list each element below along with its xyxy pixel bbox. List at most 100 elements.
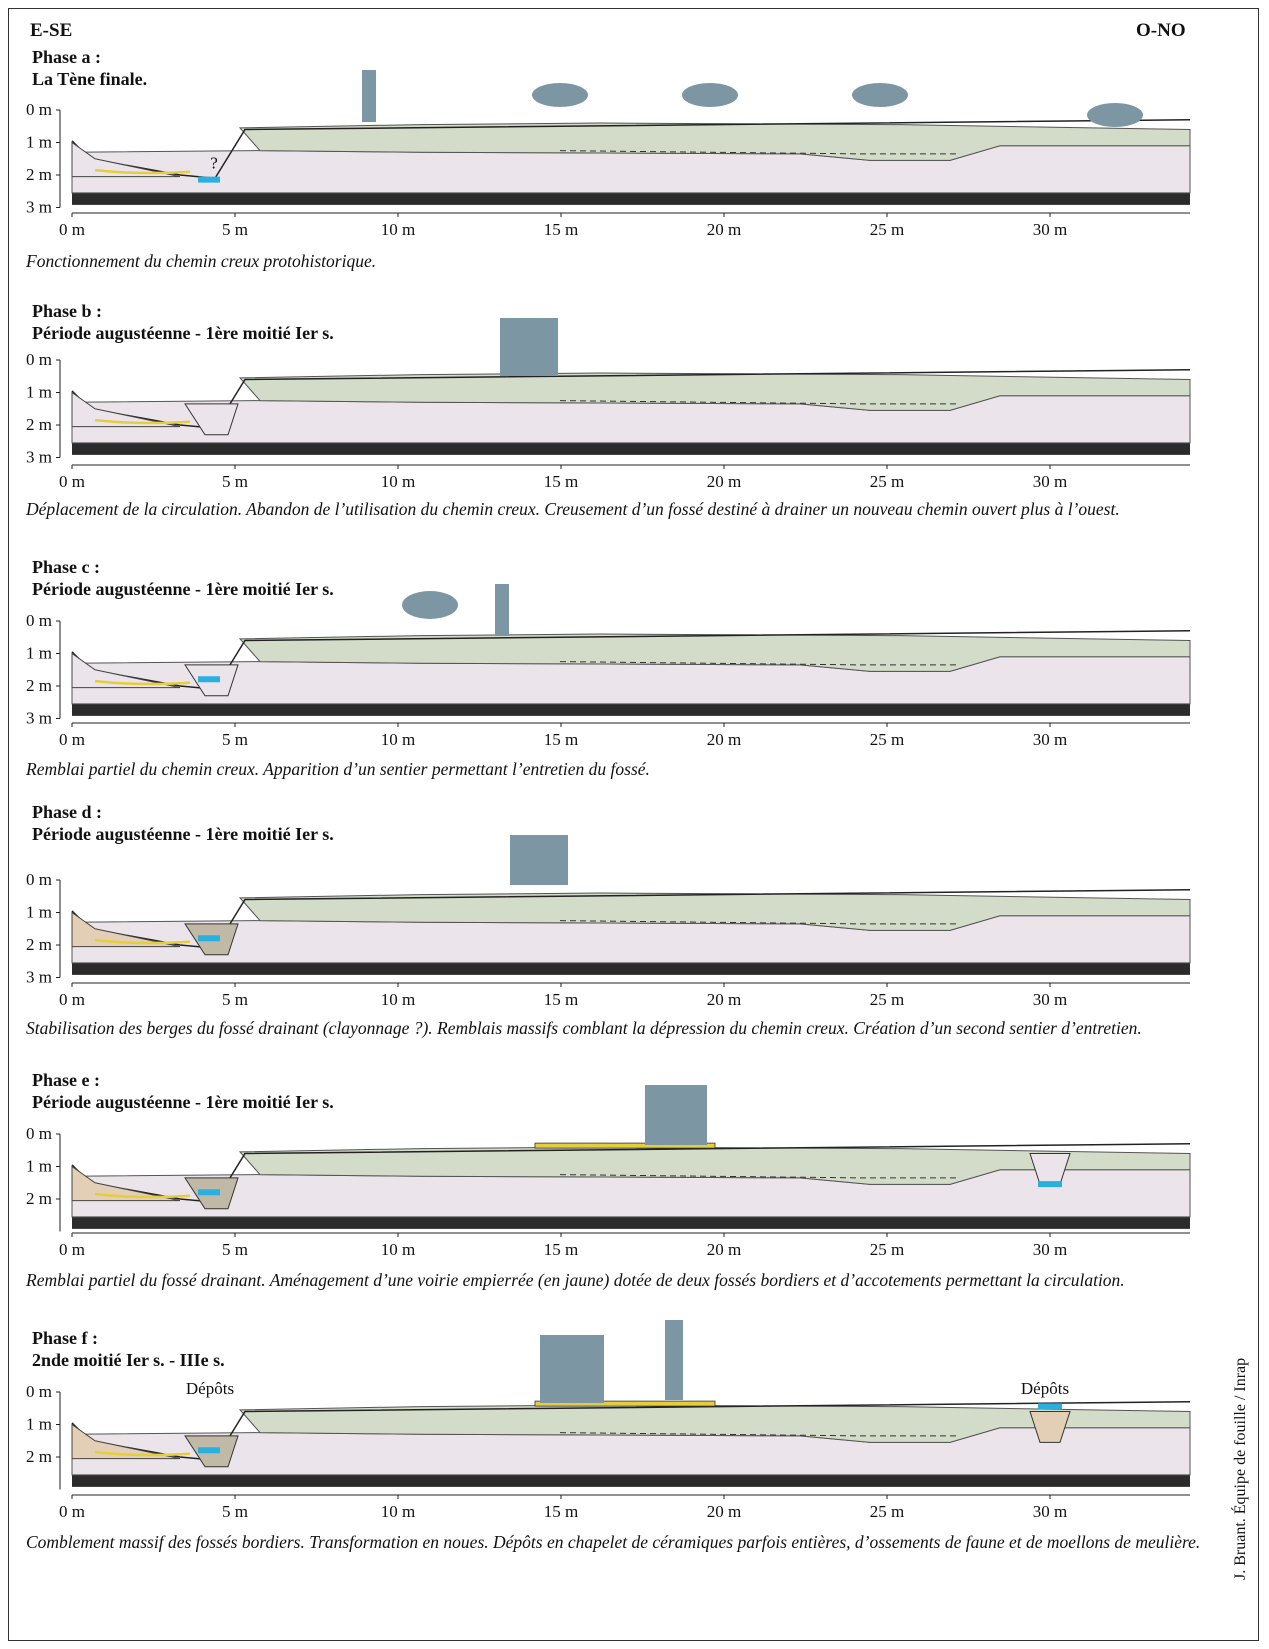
depth-tick-label: 3 m (26, 709, 52, 728)
cow-silhouette (852, 83, 908, 107)
dashed-interface (559, 661, 960, 666)
phase-d-label: Phase d : (32, 802, 103, 822)
depth-tick-label: 1 m (26, 644, 52, 663)
paved-road (534, 1400, 716, 1407)
bedrock-layer (72, 1474, 1190, 1487)
hollow-way-fill (71, 911, 181, 948)
phase-f-label: Phase f : (32, 1328, 98, 1348)
distance-tick-label: 20 m (707, 1502, 741, 1521)
depth-tick-label: 0 m (26, 611, 52, 630)
hollow-way-fill (71, 652, 181, 689)
phase-a-label: Phase a : (32, 47, 101, 67)
hollow-way-yellow-lens (94, 938, 191, 945)
distance-tick-label: 20 m (707, 472, 741, 491)
phase-b-caption: Déplacement de la circulation. Abandon d… (26, 499, 1120, 519)
phase-e-title: Phase e : Période augustéenne - 1ère moi… (32, 1069, 334, 1113)
hollow-way-yellow-lens (94, 679, 191, 686)
phase-a-period: La Tène finale. (32, 69, 148, 89)
depth-tick-label: 0 m (26, 1124, 52, 1143)
distance-tick-label: 0 m (59, 472, 85, 491)
hollow-way-fill (71, 391, 181, 428)
phase-f-period: 2nde moitié Ier s. - IIIe s. (32, 1350, 225, 1370)
question-mark: ? (210, 154, 218, 173)
topsoil-layer (238, 372, 1191, 411)
ditch-water (198, 935, 220, 942)
distance-tick-label: 25 m (870, 472, 904, 491)
cart-silhouette (540, 1335, 604, 1403)
cow-silhouette (532, 83, 588, 107)
hollow-way-fill (71, 141, 181, 178)
dashed-interface (559, 400, 960, 405)
distance-tick-label: 15 m (544, 472, 578, 491)
distance-tick-label: 30 m (1033, 990, 1067, 1009)
distance-tick-label: 20 m (707, 1240, 741, 1259)
hollow-way-yellow-lens (94, 1450, 191, 1457)
phase-b-period: Période augustéenne - 1ère moitié Ier s. (32, 323, 334, 343)
phase-e-period: Période augustéenne - 1ère moitié Ier s. (32, 1092, 334, 1112)
phase-c-title: Phase c : Période augustéenne - 1ère moi… (32, 556, 334, 600)
bedrock-layer (72, 442, 1190, 455)
distance-tick-label: 30 m (1033, 472, 1067, 491)
distance-tick-label: 30 m (1033, 730, 1067, 749)
distance-tick-label: 25 m (870, 220, 904, 239)
topsoil-layer (238, 633, 1191, 672)
drainage-ditch (184, 403, 239, 436)
distance-tick-label: 15 m (544, 220, 578, 239)
cart-silhouette (510, 835, 568, 885)
phase-b-title: Phase b : Période augustéenne - 1ère moi… (32, 300, 334, 344)
depth-tick-label: 2 m (26, 1447, 52, 1466)
distance-tick-label: 5 m (222, 1502, 248, 1521)
hollow-way-yellow-lens (94, 418, 191, 425)
depth-tick-label: 1 m (26, 1415, 52, 1434)
second-ditch (1029, 1411, 1071, 1443)
person-silhouette (495, 584, 509, 636)
distance-tick-label: 30 m (1033, 220, 1067, 239)
distance-tick-label: 15 m (544, 730, 578, 749)
distance-tick-label: 20 m (707, 220, 741, 239)
depth-tick-label: 0 m (26, 870, 52, 889)
distance-tick-label: 15 m (544, 1240, 578, 1259)
depth-tick-label: 2 m (26, 165, 52, 184)
bedrock-layer (72, 703, 1190, 716)
distance-tick-label: 0 m (59, 730, 85, 749)
cart-silhouette (645, 1085, 707, 1145)
dashed-interface (559, 150, 960, 155)
donkey-silhouette (402, 591, 458, 619)
phase-f-caption: Comblement massif des fossés bordiers. T… (26, 1532, 1201, 1552)
phase-a-caption: Fonctionnement du chemin creux protohist… (26, 251, 377, 271)
bedrock-layer (72, 1216, 1190, 1229)
cow-silhouette (1087, 103, 1143, 127)
distance-tick-label: 0 m (59, 1240, 85, 1259)
hollow-way-fill (71, 1423, 181, 1460)
distance-tick-label: 5 m (222, 472, 248, 491)
distance-tick-label: 5 m (222, 990, 248, 1009)
distance-tick-label: 10 m (381, 1502, 415, 1521)
distance-tick-label: 20 m (707, 730, 741, 749)
phase-d-caption: Stabilisation des berges du fossé draina… (26, 1018, 1142, 1038)
depth-tick-label: 1 m (26, 1157, 52, 1176)
distance-tick-label: 30 m (1033, 1240, 1067, 1259)
depth-tick-label: 0 m (26, 100, 52, 119)
distance-tick-label: 25 m (870, 1502, 904, 1521)
distance-tick-label: 10 m (381, 730, 415, 749)
phase-e-caption: Remblai partiel du fossé drainant. Aména… (26, 1270, 1125, 1290)
ditch-water (198, 676, 220, 683)
depth-tick-label: 1 m (26, 133, 52, 152)
depth-tick-label: 1 m (26, 383, 52, 402)
second-ditch-water (1038, 1403, 1062, 1410)
depth-tick-label: 2 m (26, 1189, 52, 1208)
cow-silhouette (682, 83, 738, 107)
ditch-water (198, 1189, 220, 1196)
distance-tick-label: 10 m (381, 1240, 415, 1259)
depth-tick-label: 0 m (26, 1382, 52, 1401)
depth-tick-label: 3 m (26, 968, 52, 987)
phase-e-label: Phase e : (32, 1070, 100, 1090)
bedrock-layer (72, 962, 1190, 975)
phase-d-title: Phase d : Période augustéenne - 1ère moi… (32, 801, 334, 845)
